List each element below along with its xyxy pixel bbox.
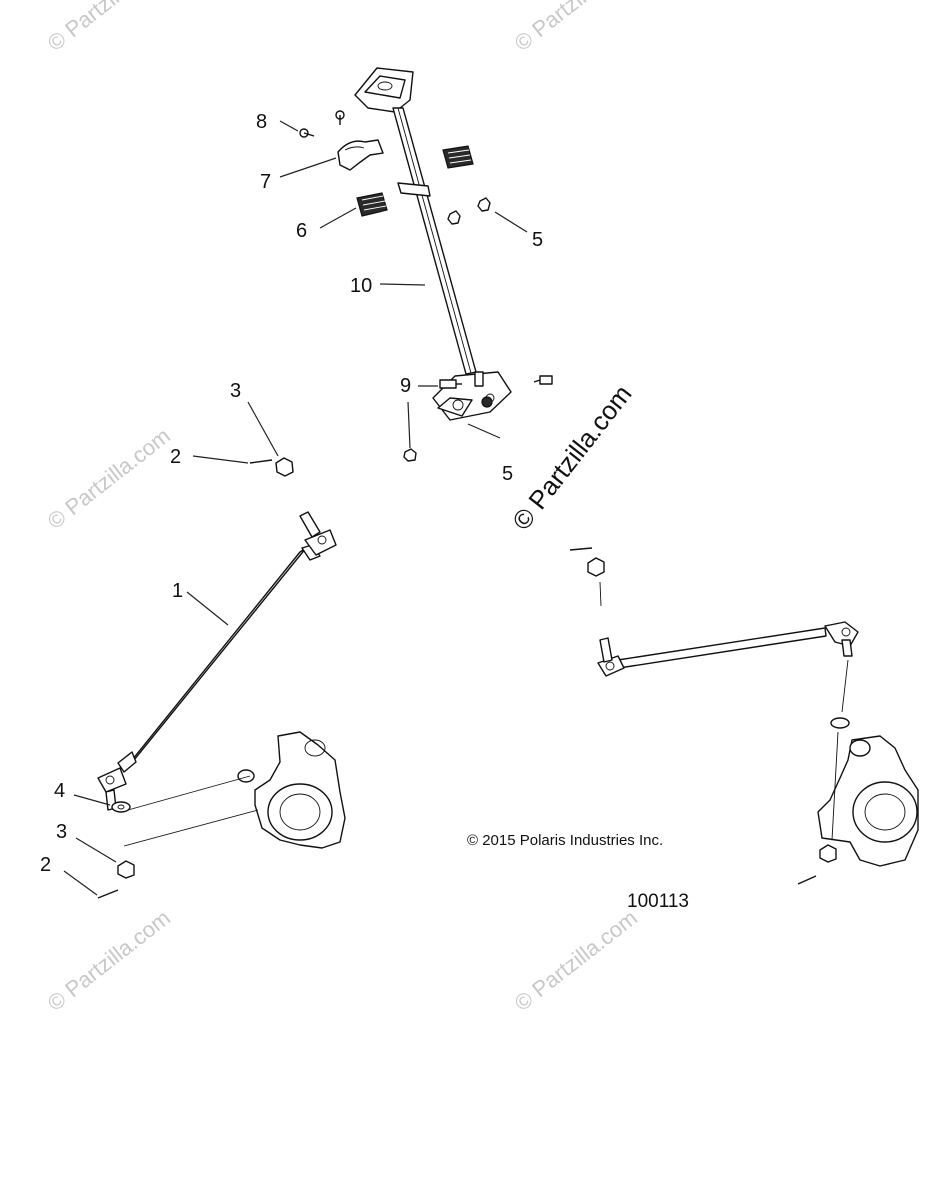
callout-10: 10: [350, 275, 372, 297]
part-3-castle-nut-right-upper: [587, 557, 605, 577]
part-2-cotter-pin-right-lower: [797, 875, 817, 885]
part-3-castle-nut-upper: [275, 457, 294, 477]
watermark-center: © Partzilla.com: [506, 379, 638, 536]
part-3-castle-nut-right-lower: [819, 844, 837, 863]
leader-lines: [63, 120, 528, 896]
diagram-number: 100113: [627, 891, 689, 912]
copyright-text: © 2015 Polaris Industries Inc.: [467, 832, 663, 849]
part-8-bolt-upper: [335, 110, 345, 125]
callout-5-lower: 5: [502, 463, 513, 485]
watermark-top-right: © Partzilla.com: [510, 0, 642, 56]
callout-5-upper: 5: [532, 229, 543, 251]
watermark-bottom-left: © Partzilla.com: [43, 905, 175, 1016]
part-1-tie-rod-left: [97, 511, 337, 811]
part-1-tie-rod-right: [597, 621, 859, 677]
steering-column-assembly: [354, 67, 512, 421]
part-7-clamp-bracket: [337, 139, 384, 171]
callout-3-lower: 3: [56, 821, 67, 843]
steering-knuckle-left: [237, 731, 346, 849]
watermark-top-left: © Partzilla.com: [43, 0, 175, 56]
callout-2-lower: 2: [40, 854, 51, 876]
part-5-bolt-side: [533, 375, 553, 385]
part-5-nut-upper-a: [447, 210, 461, 225]
watermark-bottom-right: © Partzilla.com: [510, 905, 642, 1016]
part-5-nut-upper-b: [477, 197, 491, 212]
callout-4: 4: [54, 780, 65, 802]
callout-8: 8: [256, 111, 267, 133]
part-4-washer: [111, 801, 131, 813]
part-9-bolt-right: [474, 371, 484, 387]
watermark-mid-left: © Partzilla.com: [43, 423, 175, 534]
callout-9: 9: [400, 375, 411, 397]
steering-knuckle-right: [817, 735, 919, 867]
part-3-castle-nut-lower: [117, 860, 135, 879]
callout-6: 6: [296, 220, 307, 242]
part-8-bolt: [299, 128, 315, 138]
part-6-bushing-left: [356, 192, 388, 217]
callout-2-upper: 2: [170, 446, 181, 468]
part-4-washer-right: [830, 717, 850, 729]
part-6-bushing-right: [442, 145, 474, 169]
callout-1: 1: [172, 580, 183, 602]
part-5-nut-lower: [403, 448, 417, 462]
callout-7: 7: [260, 171, 271, 193]
callout-3-upper: 3: [230, 380, 241, 402]
part-9-bolt-left: [439, 379, 462, 389]
part-2-cotter-pin-right-upper: [569, 547, 593, 551]
part-2-cotter-pin-lower: [97, 889, 119, 899]
callout-numbers: 8 7 6 5 10 9 5 3 2 1 4 3 2: [40, 111, 543, 876]
part-2-cotter-pin-upper: [249, 459, 273, 464]
